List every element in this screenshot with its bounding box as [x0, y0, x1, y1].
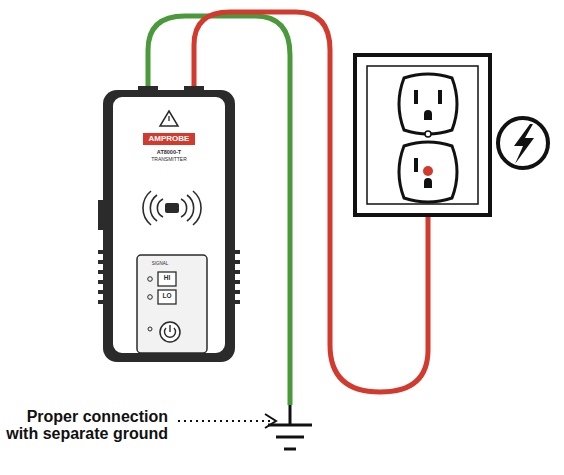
model-number: AT8000-T — [135, 150, 203, 156]
receptacle — [399, 142, 457, 202]
button-label: HI — [158, 275, 176, 282]
brand-name: AMPROBE — [143, 135, 195, 143]
speaker-icon — [143, 191, 201, 225]
probe-tip — [423, 166, 433, 176]
transmitter-housing — [103, 90, 235, 362]
ground-symbol — [268, 405, 312, 449]
callout-note: Proper connection with separate ground — [2, 409, 168, 443]
hazard-symbol — [498, 118, 548, 168]
receptacle — [399, 74, 457, 134]
control-panel — [137, 255, 207, 353]
leader-line — [178, 420, 270, 422]
panel-label: SIGNAL — [140, 262, 180, 267]
transmitter-face — [112, 96, 226, 354]
button-label: LO — [158, 293, 176, 300]
power-button — [160, 322, 180, 342]
brand-plate — [143, 133, 195, 145]
wall-plate — [355, 55, 490, 215]
device-name: TRANSMITTER — [135, 157, 203, 162]
